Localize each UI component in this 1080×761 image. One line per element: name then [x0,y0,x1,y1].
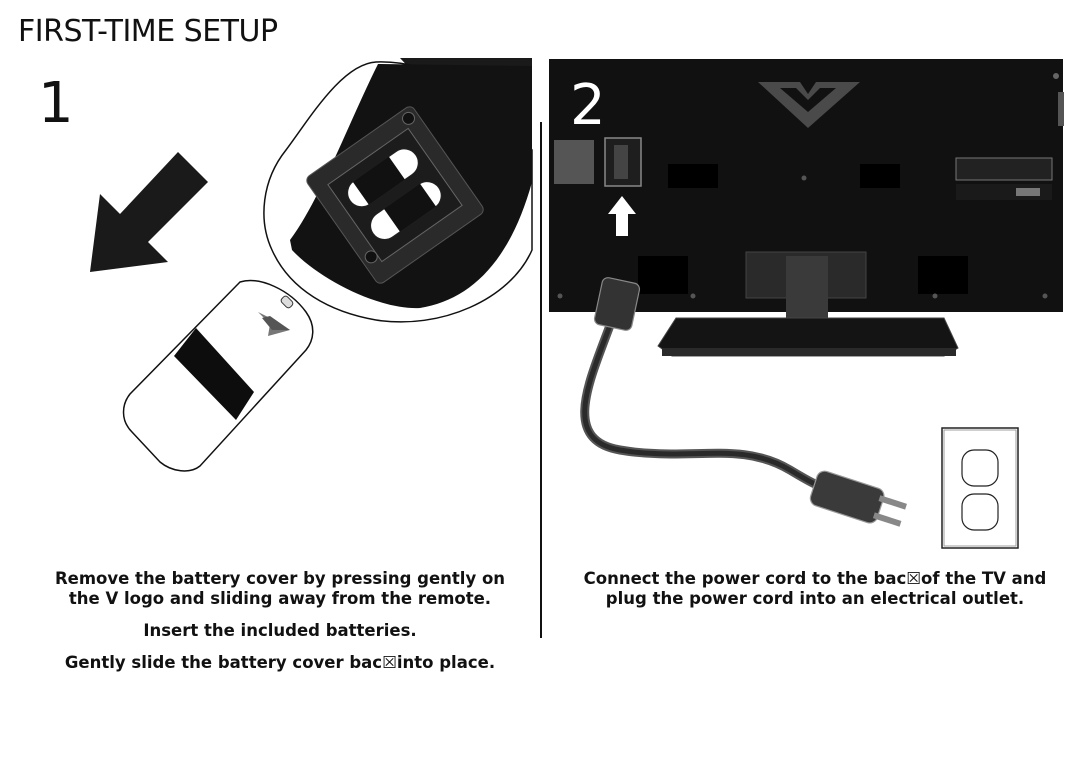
power-cord-image [580,277,907,527]
tv-back-image [549,59,1064,318]
step-1-instruction-insert-batteries: Insert the included batteries. [143,621,417,640]
step-1-instruction-replace-cover: Gently slide the battery cover bac☒into … [64,653,496,672]
step-divider [540,122,542,638]
step-1-number: 1 [38,71,74,136]
page-title: FIRST-TIME SETUP [18,14,278,49]
power-port-arrow-icon [608,196,636,236]
tv-logo-icon [758,82,860,128]
step-2-number: 2 [570,73,606,138]
battery-cover-image [122,279,314,472]
slide-direction-arrow-icon [90,152,208,272]
step-2-instruction-connect-power: Connect the power cord to the bac☒of the… [583,569,1047,608]
step-2-instructions: Connect the power cord to the bac☒of the… [572,569,1058,621]
step-1-instruction-remove-cover: Remove the battery cover by pressing gen… [54,569,506,608]
step-1-instructions: Remove the battery cover by pressing gen… [40,569,520,685]
remote-control-image [263,58,533,323]
step-1-illustration [90,58,533,472]
wall-outlet-image [941,427,1019,549]
tv-stand-image [657,317,959,357]
step-2-illustration [549,59,1064,549]
